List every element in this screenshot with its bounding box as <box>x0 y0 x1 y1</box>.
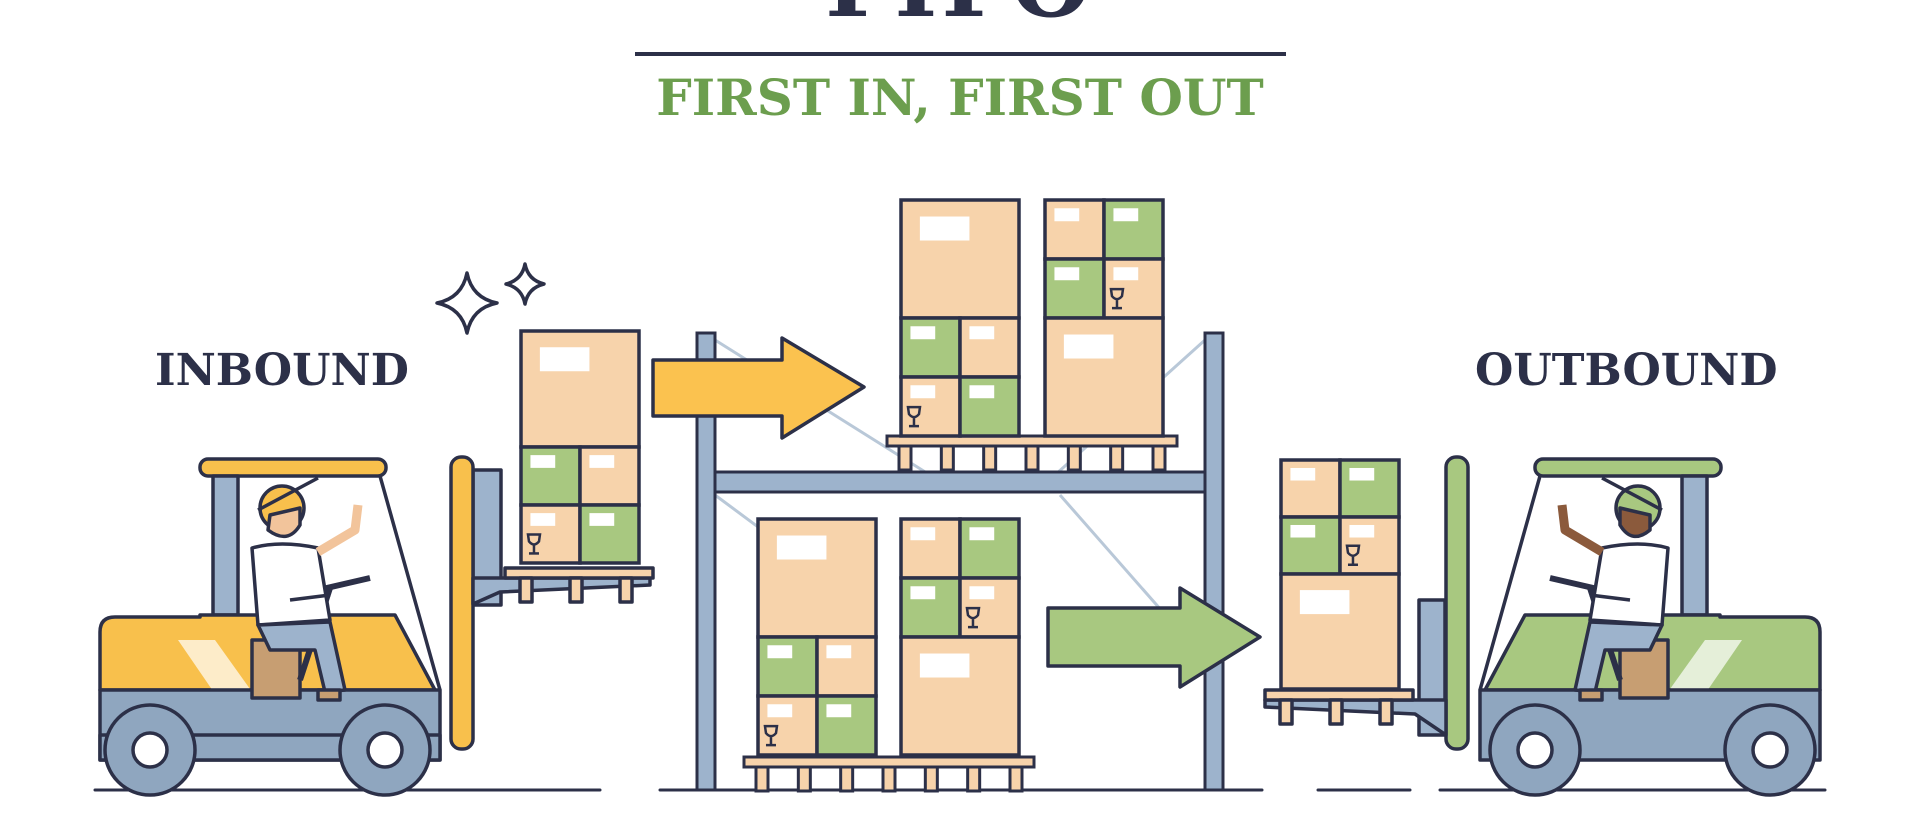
box-label <box>826 704 852 718</box>
box-label <box>1113 208 1139 222</box>
box-stacks <box>519 198 1401 793</box>
pallet <box>885 434 1179 472</box>
box-label <box>1054 267 1080 281</box>
box-label <box>1054 208 1080 222</box>
sparkle-icon <box>435 262 546 335</box>
pallet-leg <box>939 444 955 472</box>
page-title: FIFO <box>0 0 1920 30</box>
box-label <box>910 586 936 600</box>
pallet-leg <box>1066 444 1082 472</box>
box-stack <box>899 517 1021 757</box>
outbound-forklift <box>1263 455 1822 797</box>
pallet-leg <box>1151 444 1167 472</box>
box-label <box>1349 524 1375 538</box>
box-label <box>1063 334 1114 359</box>
box-label <box>767 704 793 718</box>
pallet-leg <box>982 444 998 472</box>
inbound-forklift <box>98 455 655 797</box>
box-label <box>539 347 590 372</box>
inbound-label: INBOUND <box>155 345 409 396</box>
box-label <box>910 326 936 340</box>
title-divider <box>635 52 1286 56</box>
pallet-leg <box>966 765 982 793</box>
pallet <box>742 755 1036 793</box>
pallet-leg <box>923 765 939 793</box>
box-label <box>767 645 793 659</box>
box-stack <box>899 198 1021 438</box>
box-label <box>919 216 970 241</box>
box-stack <box>519 329 641 565</box>
box-stack <box>1279 458 1401 691</box>
box-label <box>1349 467 1375 481</box>
warehouse-rack <box>695 331 1225 792</box>
pallet-leg <box>1008 765 1024 793</box>
box-label <box>910 385 936 399</box>
box-label <box>776 535 827 560</box>
box-label <box>530 513 556 526</box>
pallet-leg <box>1109 444 1125 472</box>
pallet-leg <box>881 765 897 793</box>
outbound-arrow-icon <box>1046 586 1262 689</box>
box-label <box>969 385 995 399</box>
outbound-label: OUTBOUND <box>1475 345 1778 396</box>
box-label <box>1113 267 1139 281</box>
box-label <box>910 527 936 541</box>
box-label <box>530 455 556 468</box>
pallet-leg <box>839 765 855 793</box>
box-label <box>969 527 995 541</box>
box-label <box>826 645 852 659</box>
pallet-leg <box>1024 444 1040 472</box>
box-label <box>969 326 995 340</box>
pallet-leg <box>754 765 770 793</box>
box-label <box>1290 467 1316 481</box>
pallet-leg <box>796 765 812 793</box>
box-label <box>1299 590 1350 615</box>
box-label <box>589 513 615 526</box>
box-stack <box>756 517 878 757</box>
box-stack <box>1043 198 1165 438</box>
pallet-leg <box>897 444 913 472</box>
box-label <box>919 653 970 678</box>
inbound-arrow-icon <box>651 336 866 440</box>
box-label <box>1290 524 1316 538</box>
box-label <box>589 455 615 468</box>
box-label <box>969 586 995 600</box>
page-subtitle: FIRST IN, FIRST OUT <box>656 68 1264 127</box>
